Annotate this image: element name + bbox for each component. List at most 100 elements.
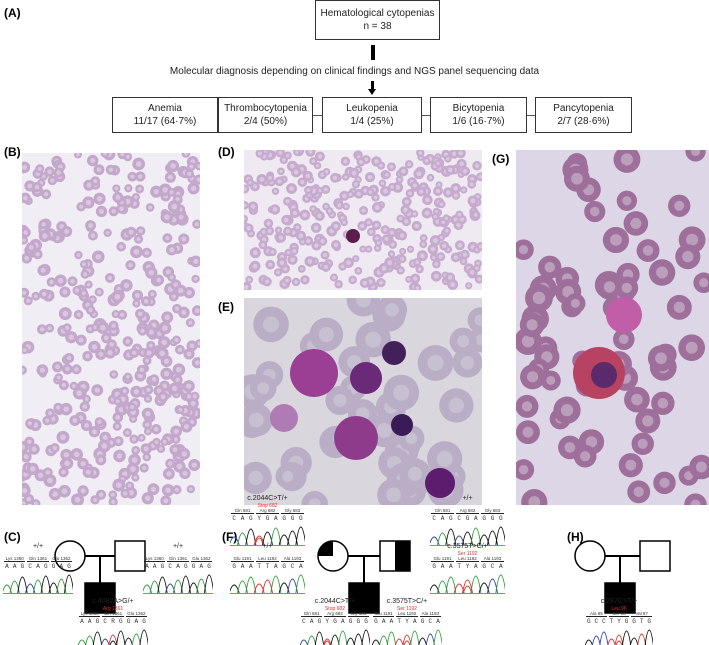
- red-blood-cell: [169, 444, 181, 456]
- panel-label-b: (B): [4, 145, 21, 159]
- red-blood-cell: [111, 309, 120, 319]
- codon-label: Ser 96: [608, 611, 630, 617]
- trace-peak: [361, 629, 370, 645]
- trace-peak: [615, 640, 623, 645]
- red-blood-cell: [281, 215, 292, 226]
- panel-label-f: (F): [222, 530, 238, 544]
- red-blood-cell: [108, 320, 119, 331]
- category-name: Pancytopenia: [553, 103, 614, 114]
- red-blood-cell: [295, 230, 307, 241]
- red-blood-cell: [376, 298, 408, 325]
- red-blood-cell: [141, 492, 154, 505]
- red-blood-cell: [141, 247, 152, 258]
- red-blood-cell: [112, 184, 121, 193]
- red-blood-cell: [348, 275, 357, 285]
- trace-peak: [109, 640, 117, 645]
- red-blood-cell: [436, 252, 446, 262]
- base-sequence: GAATYAGCA: [374, 618, 445, 625]
- red-blood-cell: [401, 216, 412, 227]
- category-name: Anemia: [148, 103, 182, 114]
- base-sequence: AAGCRGGAG: [80, 618, 151, 625]
- red-blood-cell: [471, 210, 480, 219]
- codon-label: Ala 1193: [281, 556, 304, 562]
- red-blood-cell: [366, 227, 376, 237]
- red-blood-cell: [429, 235, 441, 247]
- red-blood-cell: [94, 287, 104, 297]
- red-blood-cell: [91, 250, 105, 264]
- trace-peak: [270, 527, 282, 546]
- red-blood-cell: [147, 289, 157, 299]
- red-blood-cell: [116, 203, 127, 214]
- red-blood-cell: [356, 157, 366, 167]
- genotype-label: c.2044C>T/+: [247, 495, 288, 502]
- base-sequence: AAGCAGGAG: [5, 563, 76, 570]
- red-blood-cell: [58, 380, 70, 391]
- platelet-cluster: [606, 297, 642, 333]
- trace-peak: [322, 638, 332, 645]
- red-blood-cell: [340, 218, 348, 227]
- red-blood-cell: [179, 467, 191, 480]
- base-sequence: GCCTYGGTG: [586, 618, 655, 625]
- red-blood-cell: [65, 331, 78, 344]
- red-blood-cell: [371, 220, 382, 230]
- red-blood-cell: [38, 229, 51, 242]
- red-blood-cell: [112, 478, 126, 492]
- red-blood-cell: [137, 326, 148, 336]
- red-blood-cell: [130, 245, 143, 259]
- blood-smear-image-b: [22, 153, 200, 505]
- red-blood-cell: [452, 347, 482, 378]
- red-blood-cell: [53, 167, 64, 178]
- red-blood-cell: [244, 184, 250, 194]
- red-blood-cell: [467, 179, 477, 189]
- red-blood-cell: [141, 407, 154, 420]
- red-blood-cell: [124, 184, 133, 193]
- red-blood-cell: [290, 246, 299, 256]
- red-blood-cell: [94, 417, 105, 427]
- red-blood-cell: [346, 190, 355, 199]
- red-blood-cell: [69, 415, 81, 426]
- red-blood-cell: [71, 364, 82, 375]
- red-blood-cell: [406, 245, 415, 253]
- red-blood-cell: [445, 165, 456, 176]
- red-blood-cell: [380, 185, 391, 197]
- trace-peak: [108, 634, 118, 645]
- red-blood-cell: [516, 394, 539, 418]
- red-blood-cell: [22, 192, 31, 204]
- red-blood-cell: [287, 254, 298, 265]
- red-blood-cell: [678, 334, 706, 362]
- category-name: Thrombocytopenia: [224, 103, 307, 114]
- red-blood-cell: [62, 364, 73, 374]
- red-blood-cell: [301, 490, 329, 505]
- red-blood-cell: [112, 412, 124, 423]
- red-blood-cell: [59, 402, 73, 416]
- trace-peak: [85, 635, 95, 645]
- red-blood-cell: [67, 276, 78, 287]
- red-blood-cell: [563, 165, 590, 192]
- genotype-label: +/+: [32, 543, 44, 550]
- red-blood-cell: [105, 272, 115, 283]
- flow-top-box: Hematological cytopenias n = 38: [315, 0, 440, 40]
- red-blood-cell: [31, 291, 41, 301]
- red-blood-cell: [283, 151, 292, 160]
- flow-top-n: n = 38: [363, 21, 392, 32]
- red-blood-cell: [415, 264, 424, 274]
- trace-peak: [433, 629, 442, 645]
- male-symbol: [639, 540, 671, 572]
- red-blood-cell: [330, 172, 340, 183]
- red-blood-cell: [293, 223, 302, 232]
- red-blood-cell: [22, 161, 31, 173]
- red-blood-cell: [460, 166, 471, 177]
- red-blood-cell: [113, 397, 123, 406]
- red-blood-cell: [305, 150, 316, 157]
- red-blood-cell: [85, 220, 96, 232]
- red-blood-cell: [282, 275, 292, 285]
- red-blood-cell: [615, 276, 639, 300]
- red-blood-cell: [618, 453, 643, 478]
- female-symbol: [574, 540, 606, 572]
- red-blood-cell: [348, 167, 360, 179]
- mutation-label: Ser 1192: [397, 606, 417, 612]
- red-blood-cell: [137, 433, 146, 442]
- red-blood-cell: [145, 326, 157, 338]
- red-blood-cell: [79, 260, 89, 269]
